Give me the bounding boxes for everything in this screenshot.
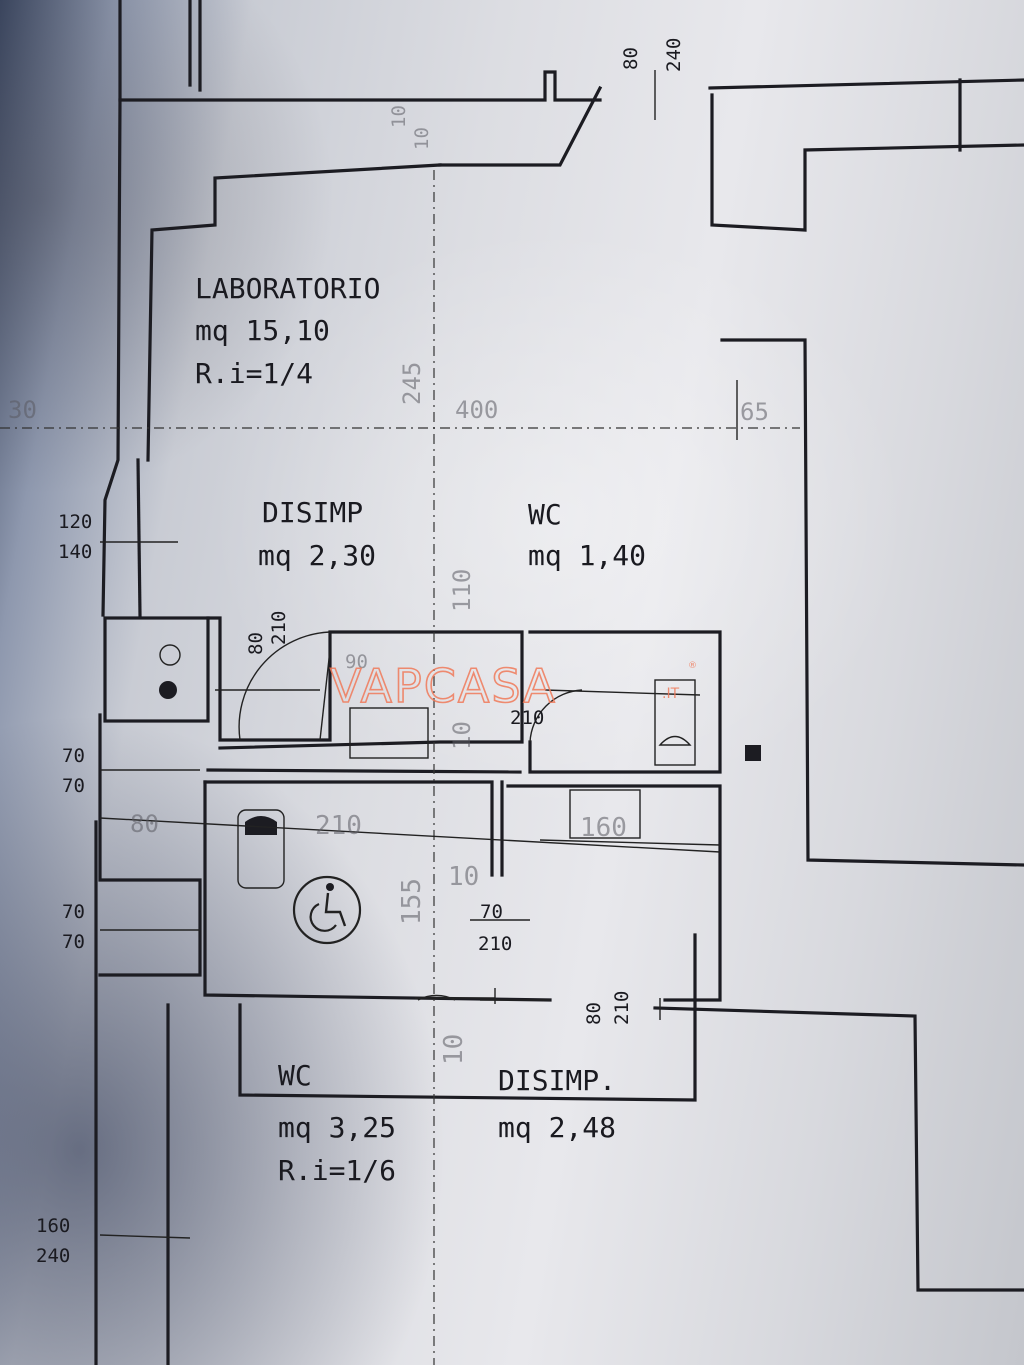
dim-label: 140 (58, 541, 92, 563)
dim-label: 80 (583, 1002, 605, 1025)
dim-label: 80 (245, 632, 267, 655)
dim-label: 160 (36, 1215, 70, 1237)
dim-label: 70 (62, 931, 85, 953)
dim-label: 245 (398, 362, 426, 405)
dim-label: 210 (478, 933, 512, 955)
dim-label: 10 (388, 105, 410, 128)
dim-label: 70 (62, 745, 85, 767)
dim-label: 80 (130, 810, 159, 838)
dim-label: 160 (580, 813, 627, 843)
watermark-registered: ® (688, 661, 697, 671)
dim-label: 70 (62, 901, 85, 923)
dim-label: 65 (740, 398, 769, 426)
dim-label: 30 (8, 396, 37, 424)
dim-label: 10 (439, 1034, 469, 1065)
dim-label: 110 (448, 569, 476, 612)
dim-label: 400 (455, 396, 498, 424)
room-wc-top-name: WC (528, 498, 562, 531)
dim-label: 210 (611, 991, 633, 1025)
dim-label: 80 (620, 47, 642, 70)
dim-label: 70 (62, 775, 85, 797)
room-laboratorio-name: LABORATORIO (195, 272, 380, 305)
room-wc-bottom-ratio: R.i=1/6 (278, 1154, 396, 1187)
room-disimp-top-area: mq 2,30 (258, 539, 376, 572)
dim-label: 155 (397, 878, 427, 925)
room-wc-bottom-name: WC (278, 1059, 312, 1092)
dimension-lines (0, 70, 800, 1365)
room-disimp-bottom-area: mq 2,48 (498, 1111, 616, 1144)
watermark-logo: VAPCASA (330, 659, 557, 713)
dim-label: 70 (480, 901, 503, 923)
dim-label: 240 (663, 38, 685, 72)
dim-label: 10 (448, 862, 479, 892)
dim-label: 120 (58, 511, 92, 533)
dim-label: 210 (510, 707, 544, 729)
dim-label: 10 (448, 721, 476, 750)
dim-label: 240 (36, 1245, 70, 1267)
wheelchair-icon (292, 875, 362, 945)
room-wc-top-area: mq 1,40 (528, 539, 646, 572)
room-laboratorio-area: mq 15,10 (195, 314, 330, 347)
dim-label: 210 (315, 811, 362, 841)
dim-label: 10 (411, 127, 433, 150)
room-disimp-bottom-name: DISIMP. (498, 1064, 616, 1097)
walls (94, 0, 1024, 1365)
room-wc-bottom-area: mq 3,25 (278, 1111, 396, 1144)
dim-label: 90 (345, 651, 368, 673)
watermark-suffix: .IT (662, 686, 680, 702)
room-laboratorio-ratio: R.i=1/4 (195, 357, 313, 390)
dim-label: 210 (268, 611, 290, 645)
room-disimp-top-name: DISIMP (262, 496, 363, 529)
